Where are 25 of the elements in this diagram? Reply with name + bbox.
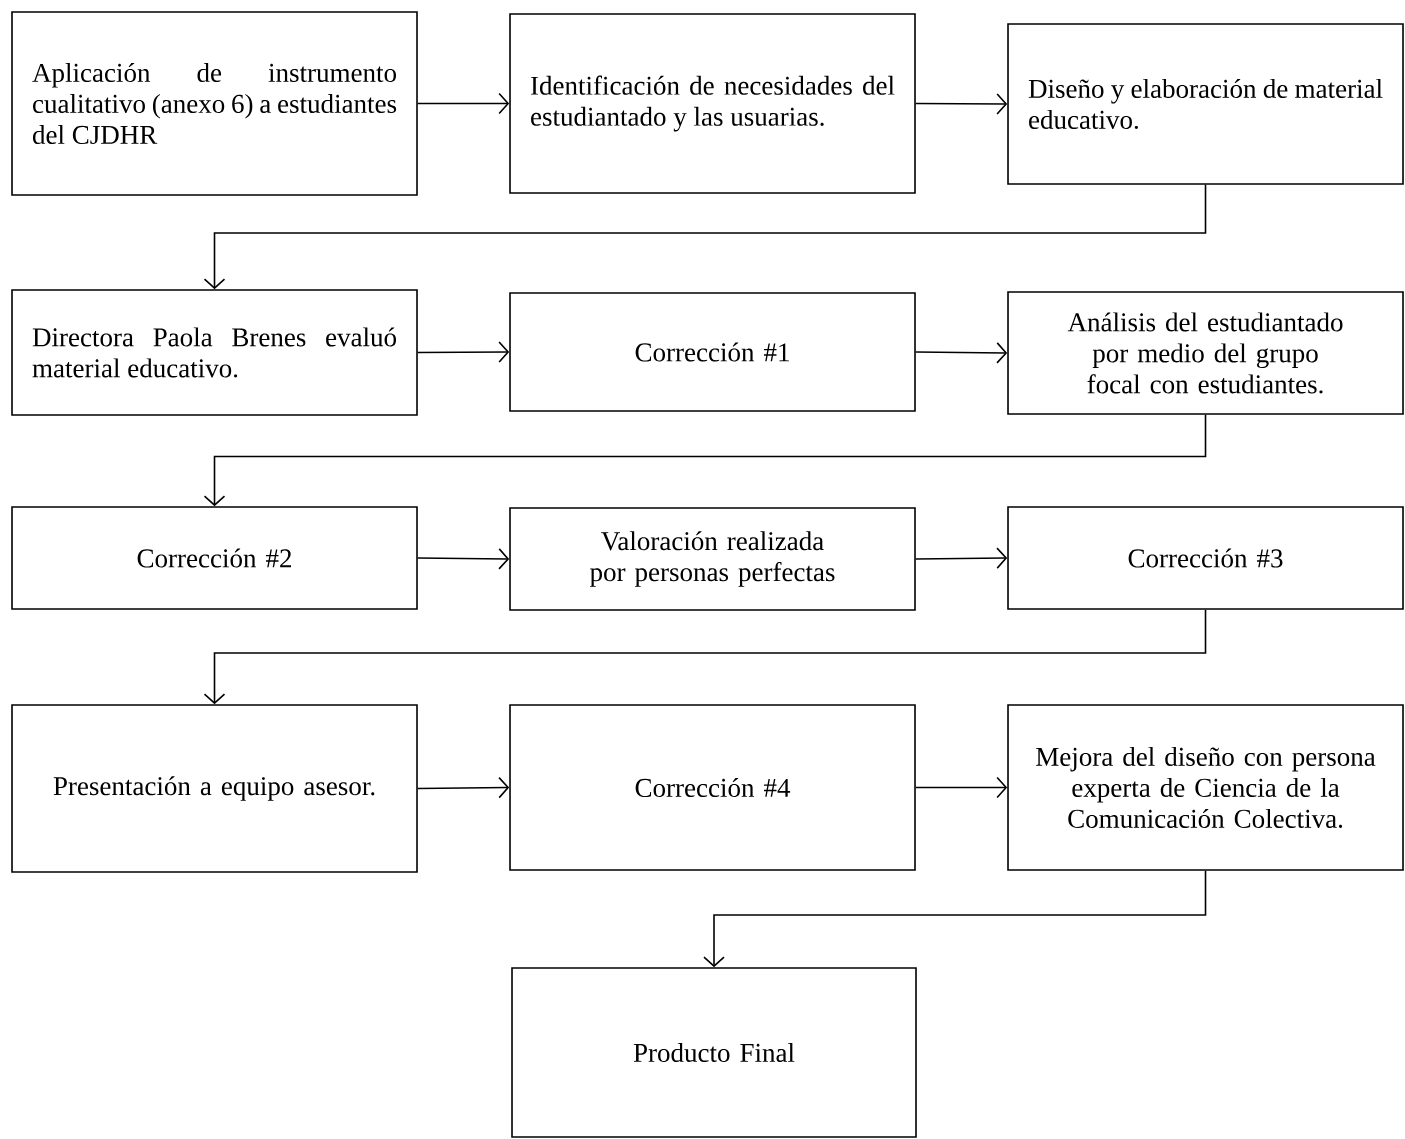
process-box: Análisis del estudiantado por medio del grupo focal con estudiantes. bbox=[1007, 291, 1404, 415]
process-box: Corrección #1 bbox=[509, 292, 916, 412]
process-box: Directora Paola Brenes evaluó material educativo. bbox=[11, 289, 418, 416]
arrow bbox=[915, 776, 1008, 799]
arrow bbox=[703, 870, 1207, 968]
process-box: Mejora del diseño con persona experta de Ciencia de la Comunicación Colectiva. bbox=[1007, 704, 1404, 871]
arrow bbox=[417, 341, 510, 363]
arrow bbox=[915, 342, 1008, 364]
process-box: Producto Final bbox=[511, 967, 917, 1138]
process-box: Valoración realizada por personas perfectas bbox=[509, 507, 916, 611]
process-box: Identificación de necesidades del estudiantado y las usuarias. bbox=[509, 13, 916, 194]
process-box: Aplicación de instrumento cualitativo (anexo 6) a estudiantes del CJDHR bbox=[11, 11, 418, 196]
process-box: Presentación a equipo asesor. bbox=[11, 704, 418, 873]
arrow bbox=[915, 547, 1008, 569]
arrow bbox=[203, 414, 1207, 507]
process-box: Diseño y elaboración de material educativo. bbox=[1007, 23, 1404, 185]
arrow bbox=[417, 548, 510, 570]
arrow bbox=[417, 776, 510, 799]
arrow bbox=[915, 93, 1008, 115]
process-box: Corrección #2 bbox=[11, 506, 418, 610]
process-box: Corrección #4 bbox=[509, 704, 916, 871]
arrow bbox=[417, 92, 510, 115]
process-box: Corrección #3 bbox=[1007, 506, 1404, 610]
arrow bbox=[203, 609, 1207, 705]
arrow bbox=[203, 184, 1207, 290]
